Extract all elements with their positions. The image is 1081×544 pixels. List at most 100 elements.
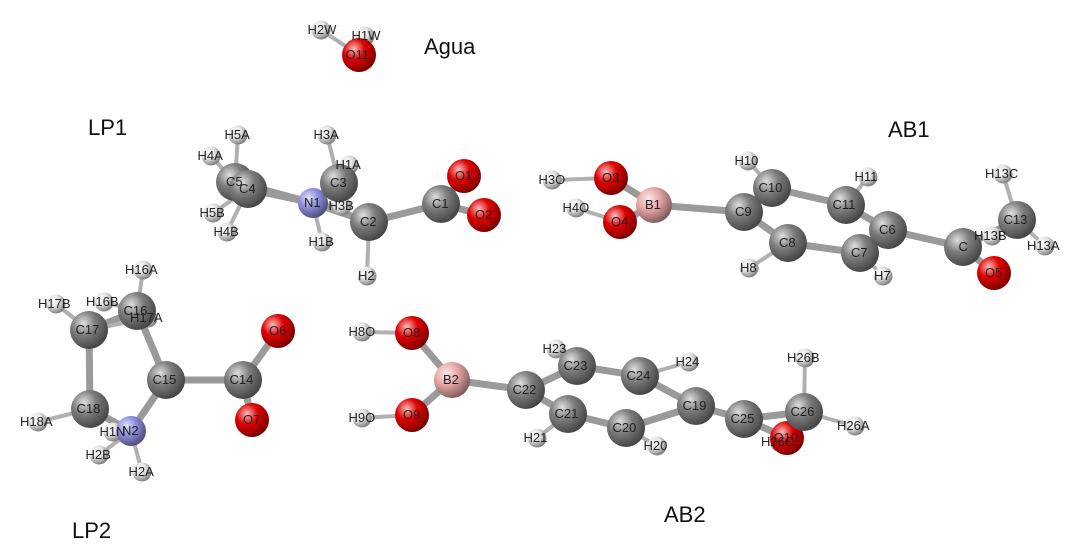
label-ab1: AB1 (888, 117, 930, 142)
atom-label-h18a: H18A (20, 414, 53, 429)
atom-label-c20: C20 (613, 420, 637, 435)
atom-label-o7: O7 (243, 412, 260, 427)
atom-h11 (858, 167, 878, 187)
atom-label-c19: C19 (683, 398, 707, 413)
atom-label-h26b: H26B (787, 350, 820, 365)
atom-h2a (132, 462, 152, 482)
atom-layer (28, 20, 1055, 482)
atom-h2 (357, 266, 377, 286)
atom-label-h5b: H5B (200, 205, 225, 220)
atom-c20 (607, 409, 645, 447)
atom-label-o3: O3 (602, 170, 619, 185)
atom-label-b1: B1 (645, 197, 661, 212)
atom-label-h26a: H26A (837, 418, 870, 433)
atom-h17b (46, 294, 66, 314)
atom-label-h1n: H1N (100, 424, 126, 439)
atom-label-c26: C26 (791, 404, 815, 419)
atom-c22 (507, 371, 545, 409)
atom-c9 (725, 193, 763, 231)
atom-c16 (118, 292, 156, 330)
atom-label-h2w: H2W (308, 22, 338, 37)
atom-label-h13b: H13B (974, 228, 1007, 243)
atom-label-o6: O6 (269, 323, 286, 338)
atom-label-c21: C21 (555, 406, 579, 421)
atom-c14 (224, 361, 262, 399)
atom-c26 (785, 393, 823, 431)
atom-h13a (1035, 236, 1055, 256)
atom-o7 (235, 403, 269, 437)
atom-c4 (229, 170, 267, 208)
atom-label-c5: C5 (226, 174, 243, 189)
atom-label-c7: C7 (851, 245, 868, 260)
atom-label-h21: H21 (524, 430, 548, 445)
atom-label-h4o: H4O (563, 200, 590, 215)
atom-label-c13: C13 (1004, 212, 1028, 227)
atom-label-c14: C14 (230, 372, 254, 387)
atom-h5b (203, 203, 223, 223)
atom-label-o4: O4 (611, 214, 628, 229)
atom-label-h17b: H17B (38, 296, 71, 311)
atom-label-h5a: H5A (225, 127, 251, 142)
atom-label-o11: O11 (346, 47, 370, 62)
atom-h21 (527, 428, 547, 448)
atom-label-h1b: H1B (309, 234, 334, 249)
atom-label-c25: C25 (731, 411, 755, 426)
atom-c23 (558, 347, 596, 385)
atom-c7 (841, 234, 879, 272)
atom-label-h4b: H4B (214, 224, 239, 239)
atom-label-c16: C16 (124, 303, 148, 318)
atom-label-h8: H8 (740, 260, 757, 275)
atom-b2 (434, 362, 470, 398)
atom-o6 (261, 314, 295, 348)
atom-c8 (769, 224, 807, 262)
atom-o2 (467, 198, 501, 232)
atom-label-h2a: H2A (129, 464, 155, 479)
atom-label-o10: O10 (774, 430, 799, 445)
atom-h2b (89, 445, 109, 465)
atom-label-c3: C3 (330, 175, 347, 190)
atom-label-h23: H23 (543, 341, 567, 356)
atom-c24 (621, 357, 659, 395)
atom-h18a (28, 412, 48, 432)
atom-h8 (739, 258, 759, 278)
atom-h13b (982, 226, 1002, 246)
label-ab2: AB2 (664, 502, 706, 527)
atom-c25 (725, 400, 763, 438)
atom-label-h1w: H1W (352, 28, 382, 43)
atom-o3 (594, 161, 628, 195)
atom-h23 (546, 339, 566, 359)
atom-o10 (770, 421, 804, 455)
atom-label-o8: O8 (403, 325, 420, 340)
atom-b1 (636, 187, 672, 223)
atom-o9 (395, 398, 429, 432)
atom-c15 (147, 361, 185, 399)
atom-label-h8o: H8O (349, 324, 376, 339)
atom-label-h2b: H2B (86, 447, 111, 462)
atom-c13 (998, 201, 1036, 239)
atom-label-h24: H24 (676, 354, 700, 369)
atom-label-h13c: H13C (985, 166, 1018, 181)
atom-label-c1: C1 (432, 196, 449, 211)
atom-label-c22: C22 (513, 382, 537, 397)
atom-label-c15: C15 (153, 372, 177, 387)
atom-label-h7: H7 (874, 268, 891, 283)
atom-h4a (201, 146, 221, 166)
atom-label-h26c: H26C (761, 434, 794, 449)
bond-layer (36, 28, 1047, 474)
atom-label-h16b: H16B (86, 294, 119, 309)
atom-label-c9: C9 (735, 204, 752, 219)
atom-label-c4: C4 (239, 181, 256, 196)
atom-h24 (679, 352, 699, 372)
atom-label-h17a: H17A (130, 310, 163, 325)
atom-h26a (845, 416, 865, 436)
atom-label-c12: C (959, 239, 968, 254)
atom-n2 (116, 416, 146, 446)
atom-label-o5: O5 (985, 265, 1002, 280)
atom-label-c18: C18 (77, 401, 101, 416)
atom-h1b (312, 232, 332, 252)
atom-c12 (944, 228, 982, 266)
atom-label-b2: B2 (443, 372, 459, 387)
atom-h3o (542, 170, 562, 190)
atom-label-h2: H2 (358, 268, 375, 283)
atom-o5 (977, 256, 1011, 290)
